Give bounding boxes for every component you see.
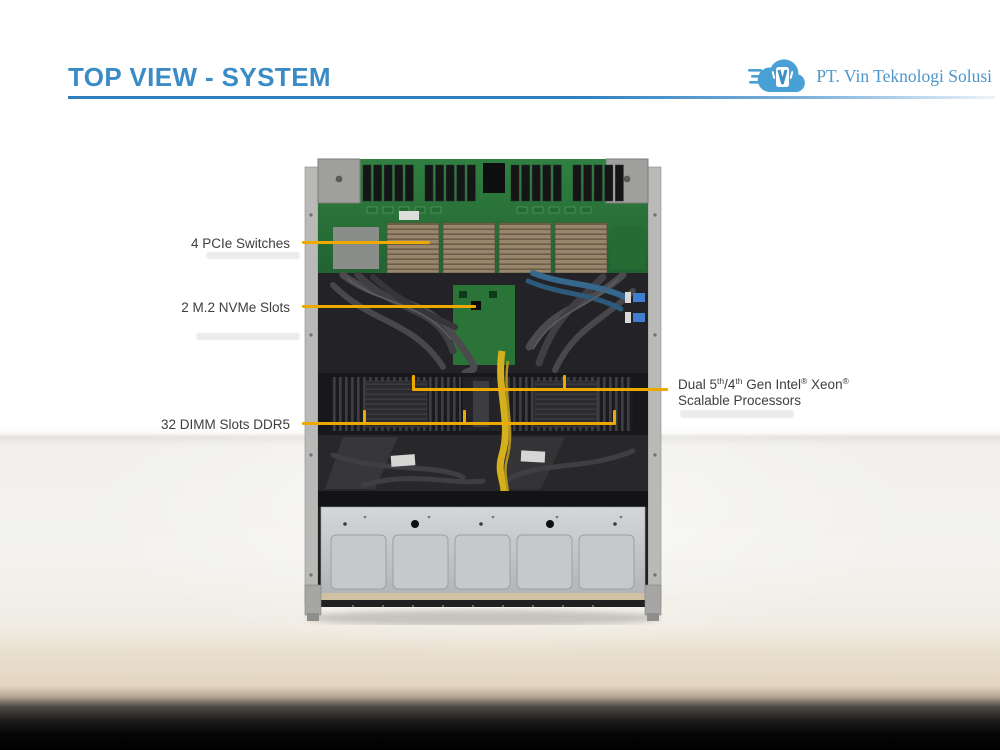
company-name: PT. Vin Teknologi Solusi xyxy=(816,65,992,86)
callout-line-m2 xyxy=(302,305,476,308)
company-logo: PT. Vin Teknologi Solusi xyxy=(748,54,992,98)
callout-tick-dimm-3 xyxy=(613,410,616,424)
title-underline xyxy=(68,96,995,99)
callout-label-cpu: Dual 5th/4th Gen Intel® Xeon® Scalable P… xyxy=(678,373,849,409)
front-panel xyxy=(304,506,662,621)
callout-label-pcie-switches: 4 PCIe Switches xyxy=(190,236,290,251)
callout-label-cpu-line1: Dual 5th/4th Gen Intel® Xeon® xyxy=(678,376,849,392)
cable-bundles xyxy=(318,270,648,377)
callout-line-dimm xyxy=(302,422,616,425)
pcie-switch-heatsinks xyxy=(333,222,645,274)
ghost-text xyxy=(206,252,300,259)
callout-line-cpu xyxy=(412,388,668,391)
callout-tick-cpu-1 xyxy=(412,375,415,390)
callout-tick-dimm-2 xyxy=(463,410,466,424)
callout-label-cpu-line2: Scalable Processors xyxy=(678,393,802,408)
ghost-text xyxy=(196,333,300,340)
page-title: TOP VIEW - SYSTEM xyxy=(68,62,331,92)
callout-label-m2-nvme: 2 M.2 NVMe Slots xyxy=(181,300,290,315)
callout-label-dimm-slots: 32 DIMM Slots DDR5 xyxy=(160,417,290,432)
ghost-text xyxy=(680,410,794,418)
server-top-view-photo xyxy=(304,158,662,625)
air-shroud xyxy=(318,435,648,491)
callout-line-pcie xyxy=(302,241,430,244)
cpu-dimm-zone xyxy=(318,373,648,435)
callout-tick-cpu-2 xyxy=(563,375,566,390)
cloud-v-icon xyxy=(748,59,806,92)
yellow-cable xyxy=(496,350,512,504)
callout-tick-dimm-1 xyxy=(363,410,366,424)
